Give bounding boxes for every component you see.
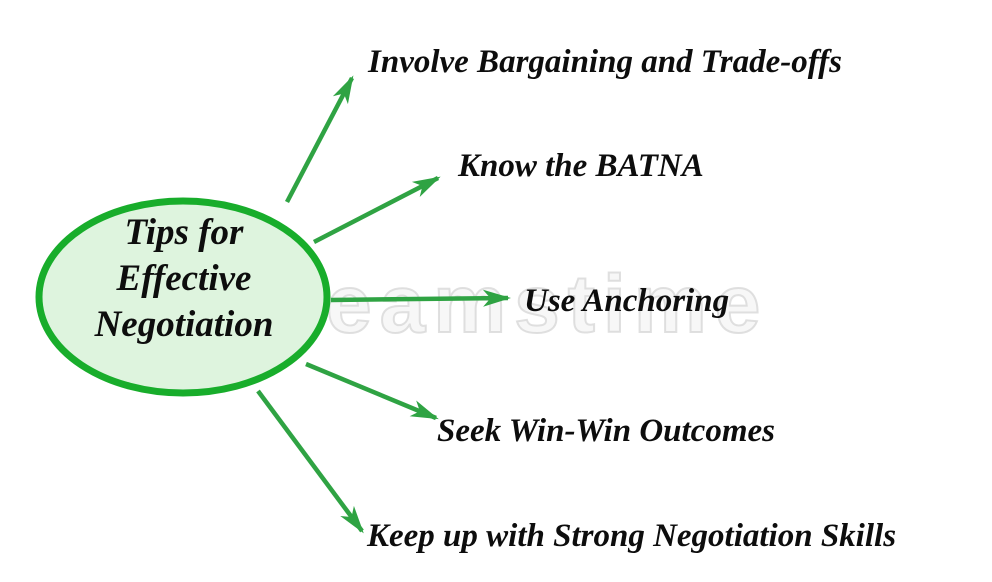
arrow-know-batna [312, 176, 441, 244]
center-ellipse-label: Tips for Effective Negotiation [42, 210, 326, 348]
arrow-keep-up-skills [256, 389, 364, 534]
tip-label-know-batna: Know the BATNA [458, 148, 704, 184]
arrow-involve-bargaining [285, 75, 354, 204]
center-ellipse [35, 197, 331, 397]
tip-label-seek-win-win: Seek Win-Win Outcomes [437, 413, 775, 449]
arrow-seek-win-win [305, 361, 439, 421]
arrow-use-anchoring [330, 289, 511, 307]
center-label-line1: Tips for [124, 212, 244, 253]
center-label-line3: Negotiation [94, 304, 274, 345]
tip-label-use-anchoring: Use Anchoring [524, 283, 730, 319]
tip-label-keep-up-skills: Keep up with Strong Negotiation Skills [367, 518, 897, 554]
center-label-line2: Effective [116, 258, 252, 299]
tip-label-involve-bargaining: Involve Bargaining and Trade-offs [368, 44, 842, 80]
